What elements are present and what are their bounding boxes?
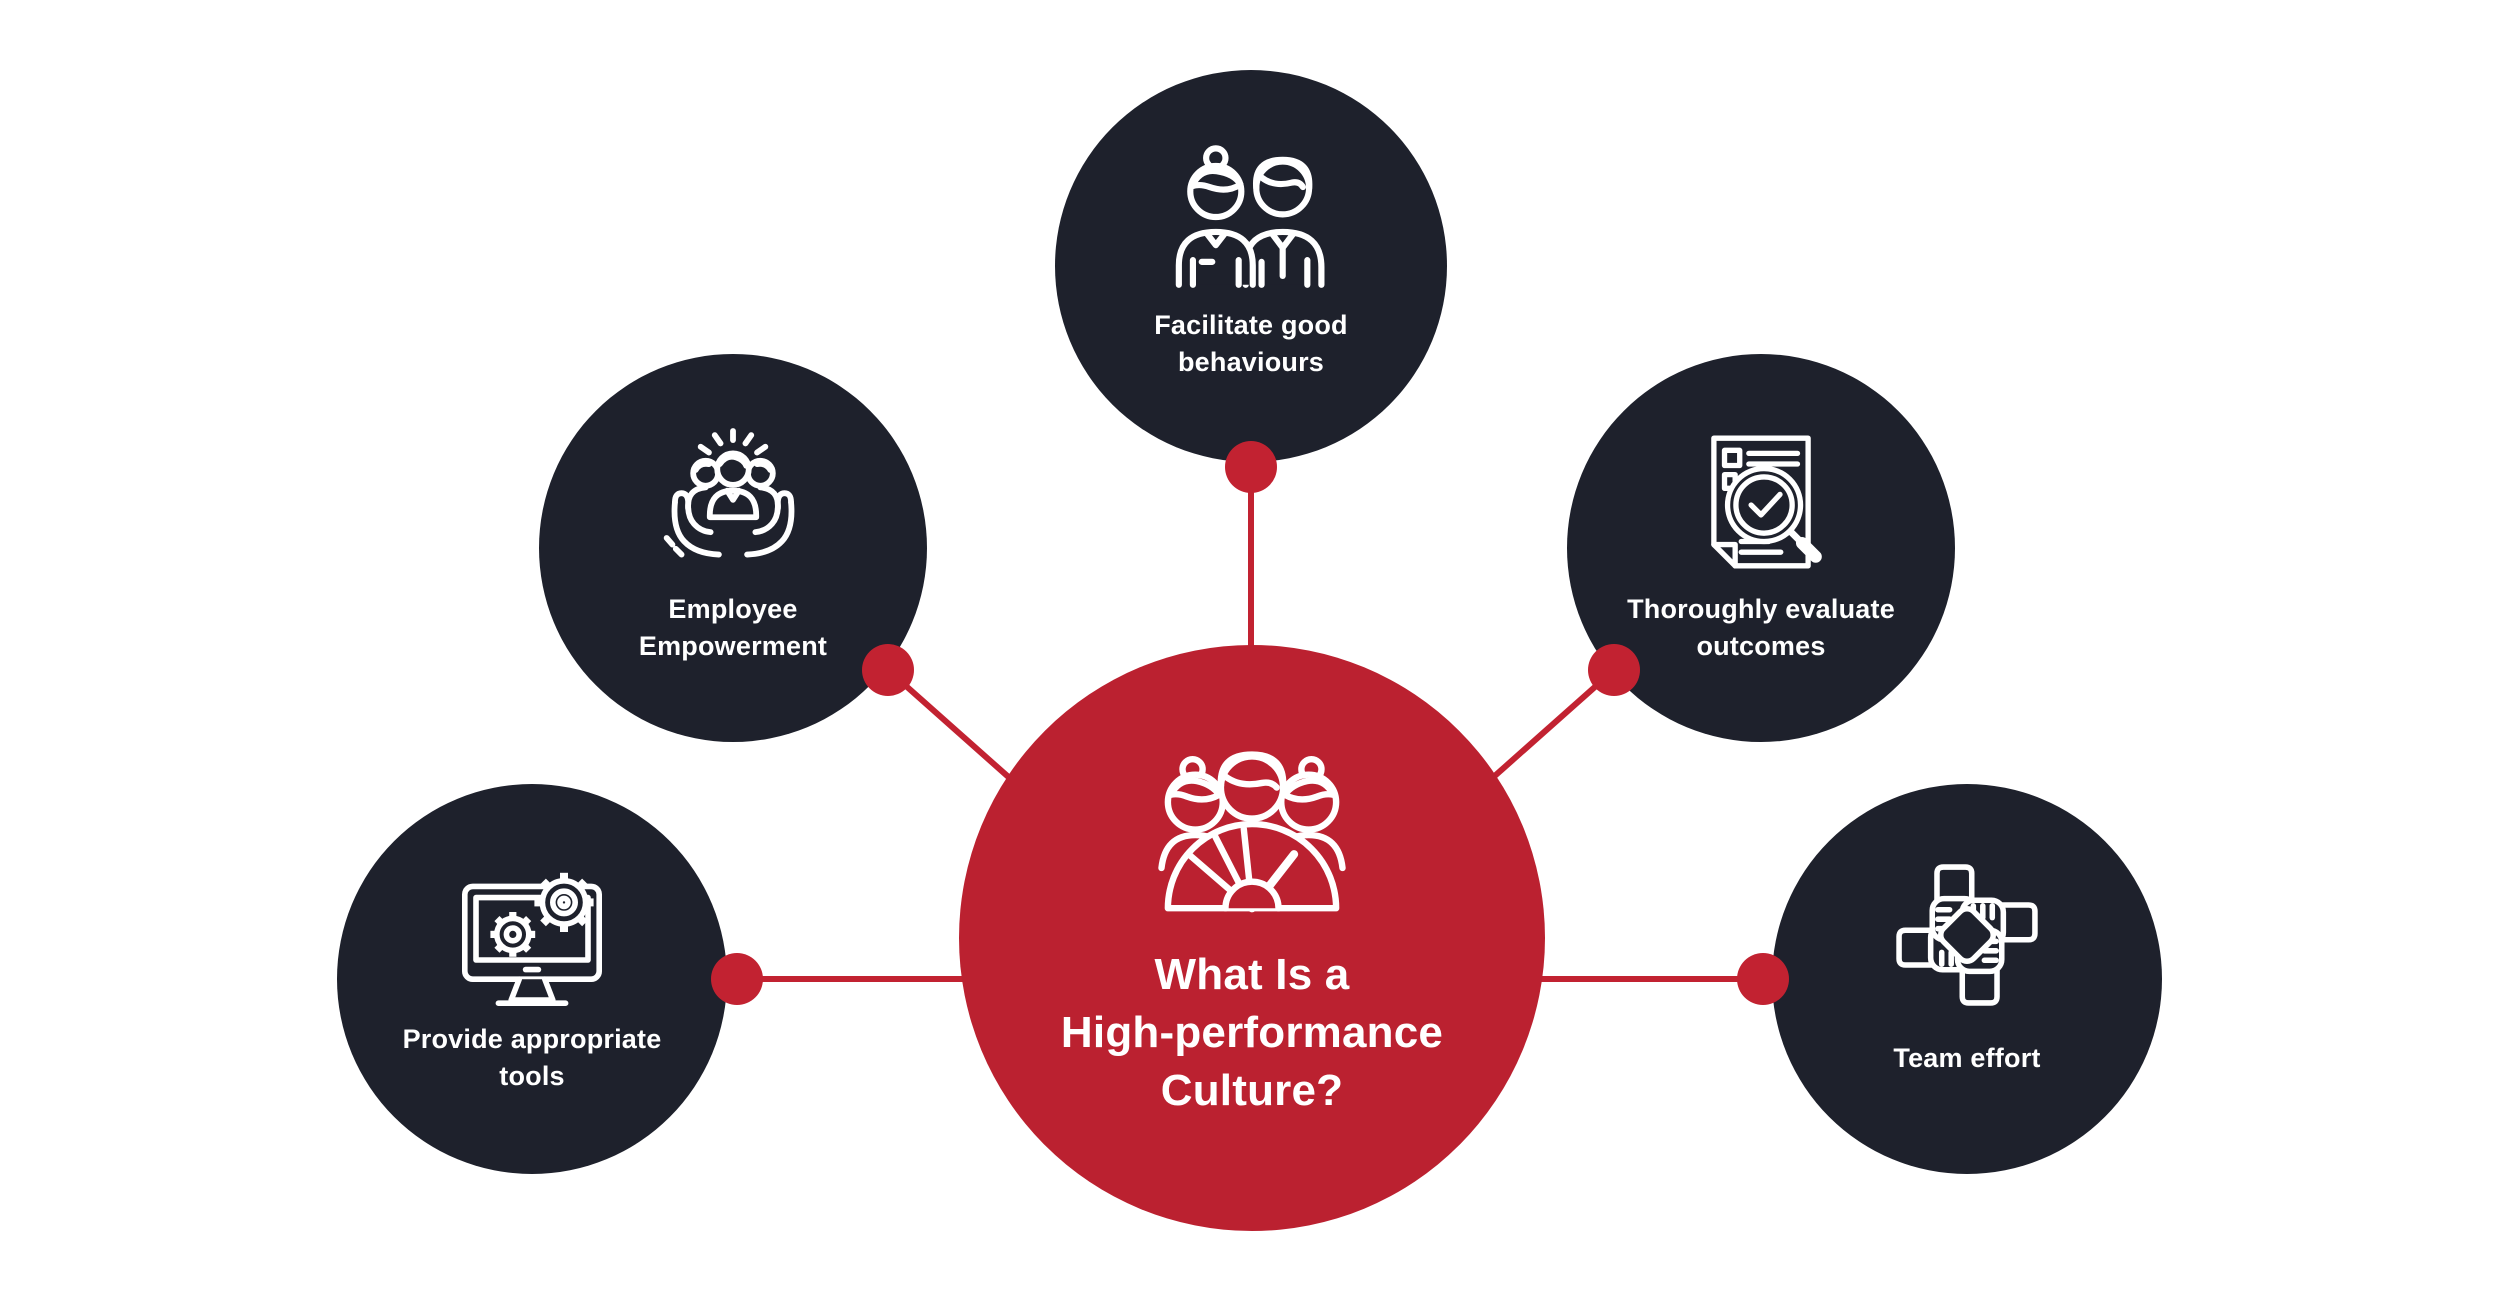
monitor-gears-icon <box>462 872 602 1006</box>
hands-holding-team-icon <box>663 428 795 558</box>
node-label: Facilitate good behaviours <box>1154 310 1348 377</box>
center-node-high-performance-culture: What Is a High-performance Culture? <box>959 645 1545 1231</box>
two-colleagues-icon <box>1175 145 1325 288</box>
connector-dot-lower-right <box>1737 953 1789 1005</box>
node-label: Employee Empowerment <box>638 594 828 661</box>
node-thoroughly-evaluate-outcomes: Thoroughly evaluate outcomes <box>1567 354 1955 742</box>
node-team-effort: Team effort <box>1772 784 2162 1174</box>
document-check-magnifier-icon <box>1711 435 1822 569</box>
team-gauge-icon <box>1158 751 1346 913</box>
connector-dot-upper-left <box>862 644 914 696</box>
node-label: Thoroughly evaluate outcomes <box>1627 594 1895 661</box>
connector-dot-upper-right <box>1588 644 1640 696</box>
connector-dot-lower-left <box>711 953 763 1005</box>
node-facilitate-good-behaviours: Facilitate good behaviours <box>1055 70 1447 462</box>
center-title: What Is a High-performance Culture? <box>1060 950 1444 1115</box>
node-provide-appropriate-tools: Provide appropriate tools <box>337 784 727 1174</box>
node-label: Team effort <box>1893 1042 2041 1073</box>
connector-dot-top <box>1225 441 1277 493</box>
node-label: Provide appropriate tools <box>402 1024 662 1091</box>
team-hands-icon <box>1896 856 2046 1014</box>
